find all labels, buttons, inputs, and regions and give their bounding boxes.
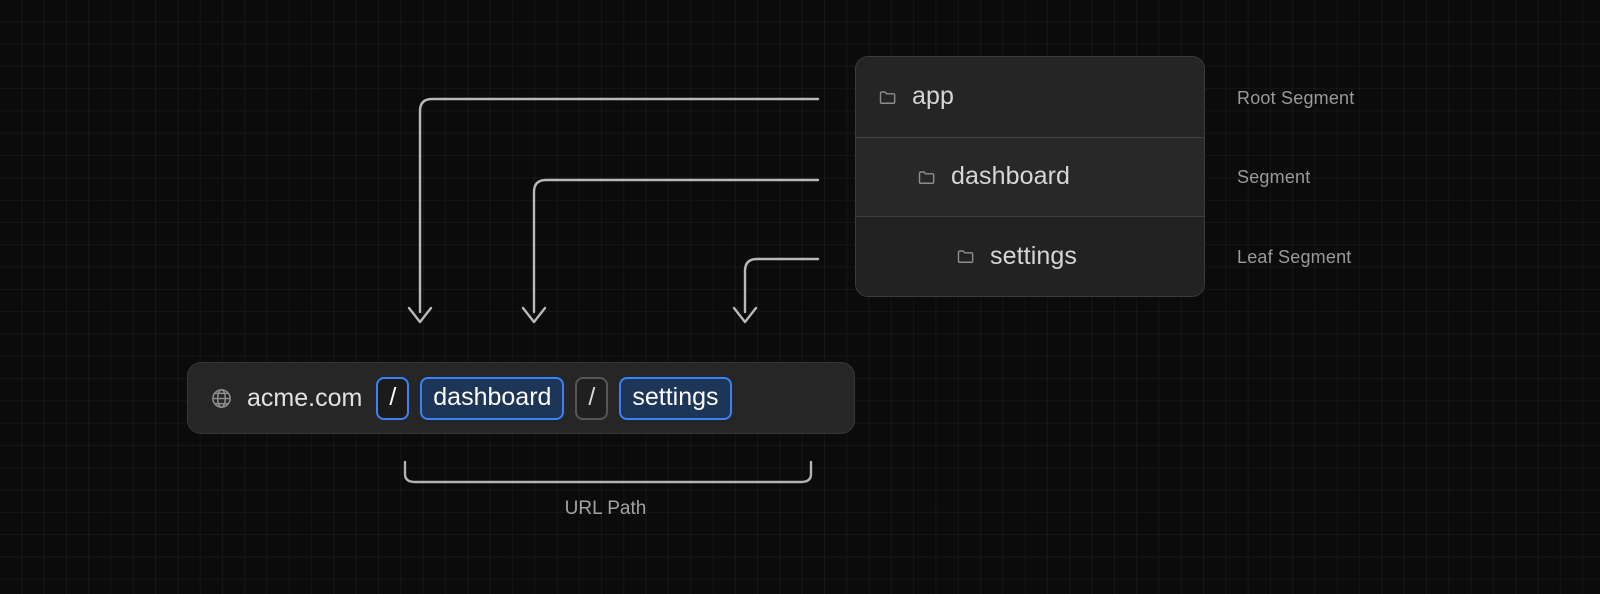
annotation-root-segment: Root Segment [1237, 88, 1355, 108]
tree-row-label: app [912, 82, 955, 111]
tree-row-app[interactable]: app [856, 57, 1204, 137]
url-bar[interactable]: acme.com / dashboard / settings [187, 362, 855, 434]
folder-icon [957, 250, 974, 264]
url-separator-first[interactable]: / [376, 376, 410, 420]
tree-row-dashboard[interactable]: dashboard [856, 136, 1204, 217]
url-separator-second[interactable]: / [575, 376, 609, 420]
folder-icon [879, 91, 896, 104]
tree-row-label: settings [990, 241, 1077, 270]
tree-row-label: dashboard [951, 162, 1071, 191]
url-domain: acme.com [247, 383, 363, 412]
folder-tree-panel: app dashboard settings [855, 56, 1205, 297]
url-path-caption: URL Path [564, 498, 647, 519]
globe-icon [212, 388, 231, 408]
annotation-segment: Segment [1237, 167, 1311, 187]
tree-row-settings[interactable]: settings [856, 216, 1204, 296]
url-segment-dashboard[interactable]: dashboard [420, 376, 565, 420]
folder-icon [918, 171, 935, 184]
annotation-leaf-segment: Leaf Segment [1237, 247, 1352, 267]
url-segment-settings[interactable]: settings [619, 376, 732, 420]
